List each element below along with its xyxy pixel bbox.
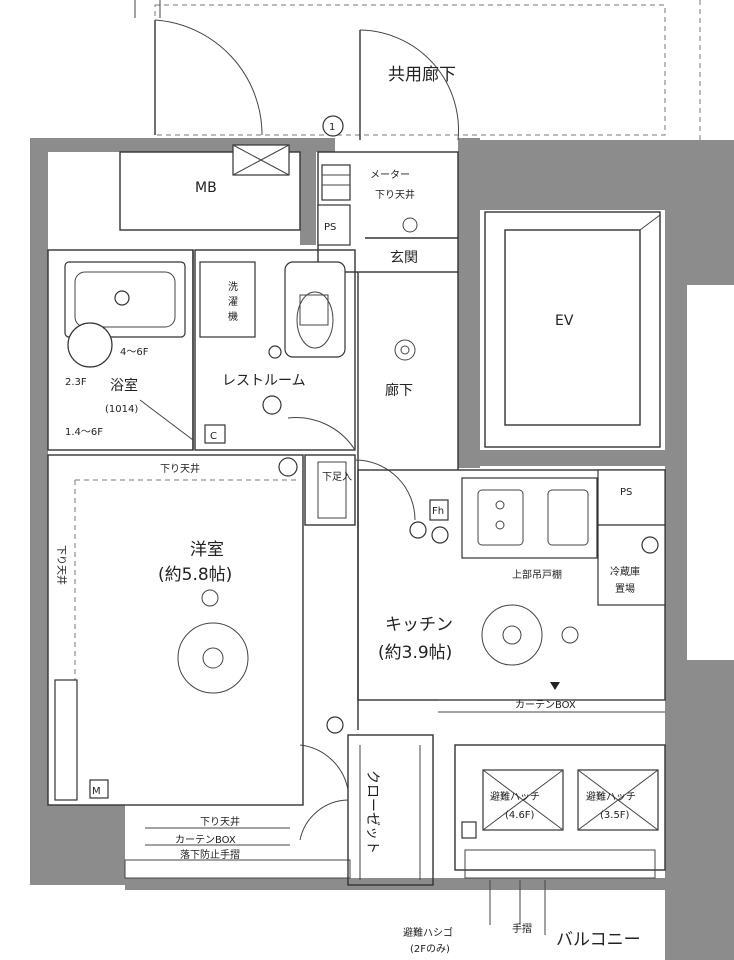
washroom-label-1: 洗 bbox=[228, 281, 238, 293]
western-room-size: (約5.8帖) bbox=[158, 565, 232, 585]
evac-hatch-2-label: 避難ハッチ bbox=[586, 790, 636, 803]
bathroom-label: 浴室 bbox=[110, 377, 138, 394]
evac-ladder-label: 避難ハシゴ bbox=[403, 926, 453, 939]
fh-box bbox=[429, 499, 449, 521]
fh-mark: Fh bbox=[432, 506, 444, 517]
drop-ceiling-box bbox=[54, 679, 78, 801]
ps-box-1 bbox=[317, 204, 351, 246]
entrance-doors bbox=[154, 19, 459, 141]
hallway-label: 廊下 bbox=[385, 382, 413, 399]
kitchen-size: (約3.9帖) bbox=[378, 643, 452, 663]
toilet bbox=[284, 261, 346, 358]
common-corridor-label: 共用廊下 bbox=[388, 65, 456, 85]
bath-note-2: 2.3F bbox=[65, 377, 87, 388]
m-mark: M bbox=[92, 786, 101, 797]
ps-label-1: PS bbox=[324, 222, 336, 233]
bathroom-size: (1014) bbox=[105, 404, 138, 415]
balcony-label: バルコニー bbox=[556, 930, 641, 950]
meter-cabinet bbox=[321, 164, 351, 201]
ceiling-light bbox=[177, 622, 249, 694]
evac-hatch-2-floor: (3.5F) bbox=[600, 810, 630, 821]
washroom-label-3: 機 bbox=[228, 310, 238, 323]
western-room bbox=[47, 454, 304, 806]
western-room-label: 洋室 bbox=[190, 540, 224, 560]
genkan bbox=[317, 151, 459, 273]
kitchen-light bbox=[481, 604, 543, 666]
shoe-storage bbox=[304, 454, 449, 544]
structural-walls bbox=[30, 138, 734, 960]
c-mark: C bbox=[210, 431, 217, 442]
genkan-drop-ceiling: 下り天井 bbox=[375, 188, 415, 201]
meter-label: メーター bbox=[370, 169, 410, 181]
closet-label: クローゼット bbox=[364, 770, 380, 854]
ps-box-2 bbox=[597, 469, 666, 526]
c-mark-box bbox=[204, 424, 226, 444]
kitchen bbox=[357, 469, 666, 713]
west-balcony bbox=[124, 827, 351, 879]
entrance-label: 玄関 bbox=[390, 249, 418, 266]
ev-label: EV bbox=[555, 313, 574, 329]
elevator bbox=[484, 211, 661, 448]
evac-hatch-1-floor: (4.6F) bbox=[505, 810, 535, 821]
fall-prevention-label: 落下防止手摺 bbox=[180, 848, 240, 861]
fridge-label-2: 置場 bbox=[615, 582, 635, 595]
kitchen-curtain-box: カーテンBOX bbox=[515, 699, 576, 711]
kitchen-label: キッチン bbox=[385, 615, 453, 635]
ps-label-2: PS bbox=[620, 487, 632, 498]
balcony bbox=[454, 744, 666, 935]
bathroom bbox=[47, 249, 194, 451]
evac-hatch-1-label: 避難ハッチ bbox=[490, 790, 540, 803]
restroom bbox=[194, 249, 356, 451]
western-drop-ceiling: 下り天井 bbox=[160, 462, 200, 475]
handrail-label: 手摺 bbox=[512, 922, 532, 935]
mb-label: MB bbox=[195, 180, 217, 196]
drain-icon bbox=[114, 290, 130, 306]
upper-cabinet-label: 上部吊戸棚 bbox=[512, 568, 562, 581]
grid-marker-label: 1 bbox=[329, 122, 335, 133]
washroom-label-2: 濯 bbox=[228, 296, 238, 308]
side-drop-ceiling: 下り天井 bbox=[55, 545, 68, 585]
balcony-drop-ceiling: 下り天井 bbox=[200, 815, 240, 828]
washing-machine-area bbox=[199, 261, 256, 338]
restroom-label: レストルーム bbox=[222, 373, 306, 389]
m-mark-box bbox=[89, 779, 109, 799]
fridge-label-1: 冷蔵庫 bbox=[610, 565, 640, 578]
shoe-storage-label: 下足入 bbox=[322, 471, 352, 483]
west-curtain-box: カーテンBOX bbox=[175, 834, 236, 846]
closet bbox=[299, 716, 434, 886]
bath-note-1: 4～6F bbox=[120, 347, 149, 358]
bath-note-3: 1.4～6F bbox=[65, 427, 103, 438]
grid-marker-1 bbox=[322, 115, 344, 137]
shower-icon bbox=[67, 322, 113, 368]
evac-ladder-note: (2Fのみ) bbox=[410, 944, 450, 955]
mb-room bbox=[119, 144, 301, 231]
